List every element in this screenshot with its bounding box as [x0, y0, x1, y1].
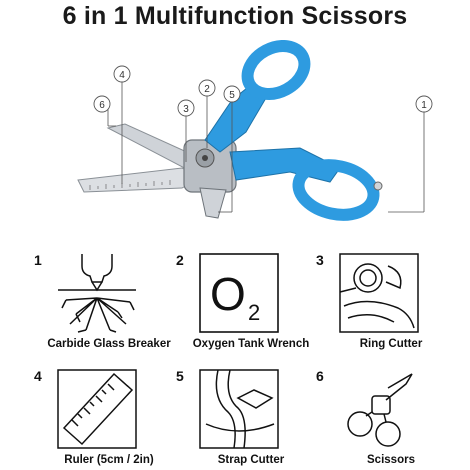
callout-number-3: 3 — [183, 104, 189, 115]
feature-number: 2 — [176, 252, 184, 268]
lower-blade — [77, 167, 202, 193]
oxygen-wrench-icon: O 2 — [199, 253, 279, 333]
lower-finger-ring — [292, 159, 380, 221]
callout-circle-5 — [223, 85, 241, 103]
feature-number: 3 — [316, 252, 324, 268]
ruler-ticks — [89, 180, 171, 190]
callout-circle-1 — [415, 95, 433, 113]
feature-number: 6 — [316, 368, 324, 384]
feature-label: Carbide Glass Breaker — [47, 338, 171, 350]
glass-breaker-icon — [58, 254, 136, 333]
feature-label: Scissors — [367, 454, 415, 466]
callout-lines — [107, 82, 425, 213]
feature-label: Oxygen Tank Wrench — [192, 338, 310, 350]
callout-number-6: 6 — [99, 100, 105, 111]
callout-number-1: 1 — [421, 100, 427, 111]
callout-number-5: 5 — [229, 90, 235, 101]
feature-label: Ring Cutter — [359, 338, 423, 350]
callout-circle-6 — [93, 95, 111, 113]
feature-number: 1 — [34, 252, 42, 268]
feature-label: Strap Cutter — [217, 454, 285, 466]
callout-number-4: 4 — [119, 70, 125, 81]
ruler-icon — [57, 369, 137, 449]
scissors-product-illustration: 1 2 3 4 5 6 — [77, 40, 433, 221]
callout-circle-4 — [113, 65, 131, 83]
oxygen-symbol: O — [210, 268, 246, 320]
scissors-icon — [347, 373, 413, 447]
strap-cutter-icon — [199, 369, 279, 449]
callout-circle-3 — [177, 99, 195, 117]
ring-cutter-icon — [339, 253, 419, 333]
strap-cutter-hook — [199, 187, 227, 219]
upper-finger-ring — [241, 40, 311, 100]
feature-number: 4 — [34, 368, 42, 384]
callout-number-2: 2 — [204, 84, 210, 95]
feature-number: 5 — [176, 368, 184, 384]
page-title: 6 in 1 Multifunction Scissors — [62, 2, 408, 30]
feature-label: Ruler (5cm / 2in) — [64, 454, 154, 466]
oxygen-subscript: 2 — [248, 300, 260, 325]
callout-circle-2 — [198, 79, 216, 97]
